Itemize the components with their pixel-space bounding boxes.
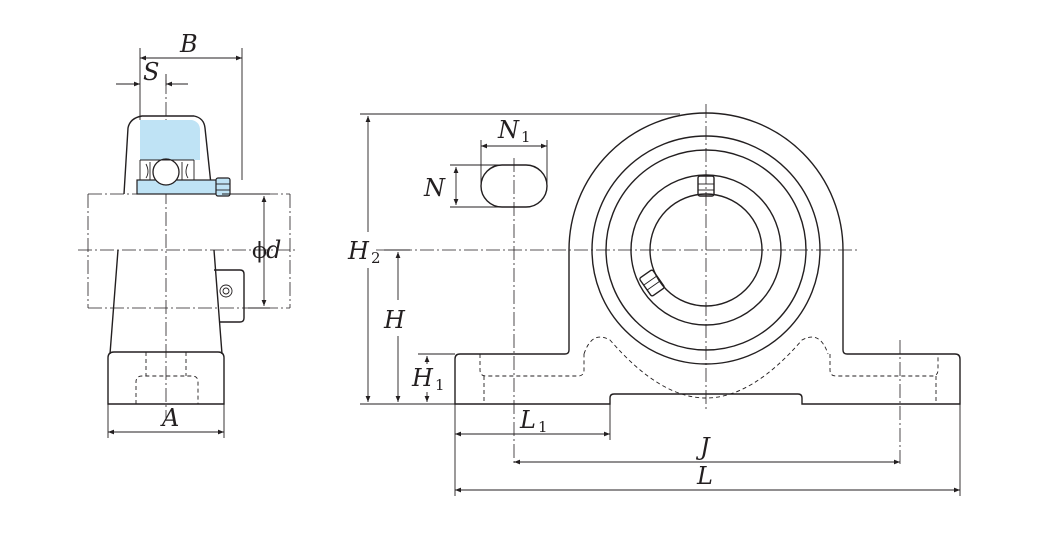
label-s: S [143,58,159,86]
housing-base [454,349,961,405]
label-l: L [696,462,713,490]
outer-ring [591,135,821,365]
label-d: d [266,236,281,264]
bearing-seals [145,162,189,180]
inner-ring-extension [136,179,223,195]
housing-body-sides [109,249,223,355]
middle-ring [605,149,807,351]
front-view [360,104,961,496]
housing-dome [568,112,844,350]
bore [649,193,763,307]
label-j: J [695,433,711,461]
side-base [107,351,225,405]
label-n: N [423,174,446,202]
side-base-hidden-slot [135,375,199,404]
label-a: A [160,404,179,432]
housing-top-cap [123,115,213,195]
set-screw-collar [215,177,231,197]
ball-element [152,158,180,186]
bearing-insert-highlight [140,120,200,160]
base-hidden-arc [583,336,829,399]
set-screw-angled [639,269,665,297]
left-slot-hidden [479,354,585,377]
grease-boss [214,269,245,323]
label-h: H [383,306,406,334]
label-b: B [179,30,198,58]
bearing-outer-ring-lines [139,159,195,180]
grease-fitting [219,284,233,298]
label-phi: ϕ [252,239,267,264]
right-slot-hidden [829,354,939,377]
inner-ring [630,174,782,326]
side-view [78,48,298,438]
set-screw-top [697,175,715,197]
